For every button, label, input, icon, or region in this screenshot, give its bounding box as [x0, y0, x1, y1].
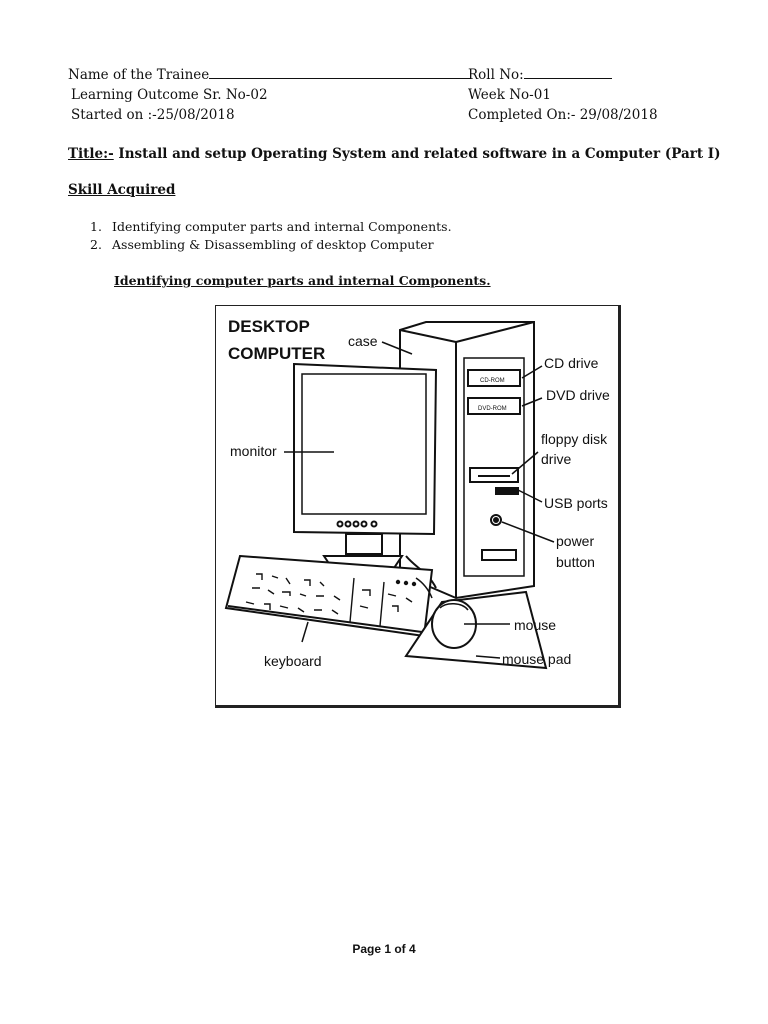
- skill-list: 1. Identifying computer parts and interna…: [90, 219, 452, 255]
- roll-no-blank: [523, 66, 612, 79]
- figure-title-line1: DESKTOP: [228, 317, 310, 336]
- monitor: [293, 362, 438, 569]
- list-item: 1. Identifying computer parts and interna…: [90, 219, 452, 237]
- list-number: 1.: [90, 219, 102, 234]
- monitor-label: monitor: [230, 443, 277, 459]
- week-number: Week No-01: [468, 87, 551, 103]
- section-heading: Identifying computer parts and internal …: [114, 273, 491, 288]
- desktop-computer-figure: DESKTOP COMPUTER CD-ROM DVD-ROM: [215, 305, 621, 708]
- mouse-pad-label: mouse pad: [502, 651, 571, 667]
- roll-no-field: Roll No:: [468, 66, 612, 83]
- completed-on: Completed On:- 29/08/2018: [468, 107, 658, 123]
- dvd-drive-label: DVD drive: [546, 387, 610, 403]
- figure-title-line2: COMPUTER: [228, 344, 325, 363]
- trainee-name-label: Name of the Trainee: [68, 67, 210, 83]
- floppy-label-line2: drive: [541, 451, 572, 467]
- list-text: Identifying computer parts and internal …: [112, 219, 452, 234]
- cd-rom-text: CD-ROM: [480, 378, 505, 384]
- skill-heading: Skill Acquired: [68, 182, 176, 198]
- floppy-label-line1: floppy disk: [541, 431, 608, 447]
- usb-ports-label: USB ports: [544, 495, 608, 511]
- power-label-line2: button: [556, 554, 595, 570]
- title-text: Install and setup Operating System and r…: [113, 146, 721, 162]
- title-label: Title:-: [68, 146, 114, 162]
- page-number: Page 1 of 4: [352, 942, 416, 956]
- case-label: case: [348, 333, 378, 349]
- trainee-name-blank: [209, 66, 472, 79]
- desktop-computer-illustration: DESKTOP COMPUTER CD-ROM DVD-ROM: [224, 317, 610, 670]
- keyboard-label: keyboard: [264, 653, 322, 669]
- pointer-lines: [284, 341, 555, 659]
- cd-drive-label: CD drive: [544, 355, 599, 371]
- page-title: Title:- Install and setup Operating Syst…: [68, 146, 721, 162]
- dvd-rom-text: DVD-ROM: [478, 406, 507, 412]
- keyboard: [224, 554, 434, 638]
- power-label-line1: power: [556, 533, 594, 549]
- started-on: Started on :-25/08/2018: [71, 107, 235, 123]
- trainee-name-field: Name of the Trainee: [68, 66, 472, 83]
- list-number: 2.: [90, 237, 102, 252]
- roll-no-label: Roll No:: [468, 67, 524, 83]
- mouse-label: mouse: [514, 617, 556, 633]
- list-text: Assembling & Disassembling of desktop Co…: [112, 237, 434, 252]
- list-item: 2. Assembling & Disassembling of desktop …: [90, 237, 452, 255]
- learning-outcome: Learning Outcome Sr. No-02: [71, 87, 268, 103]
